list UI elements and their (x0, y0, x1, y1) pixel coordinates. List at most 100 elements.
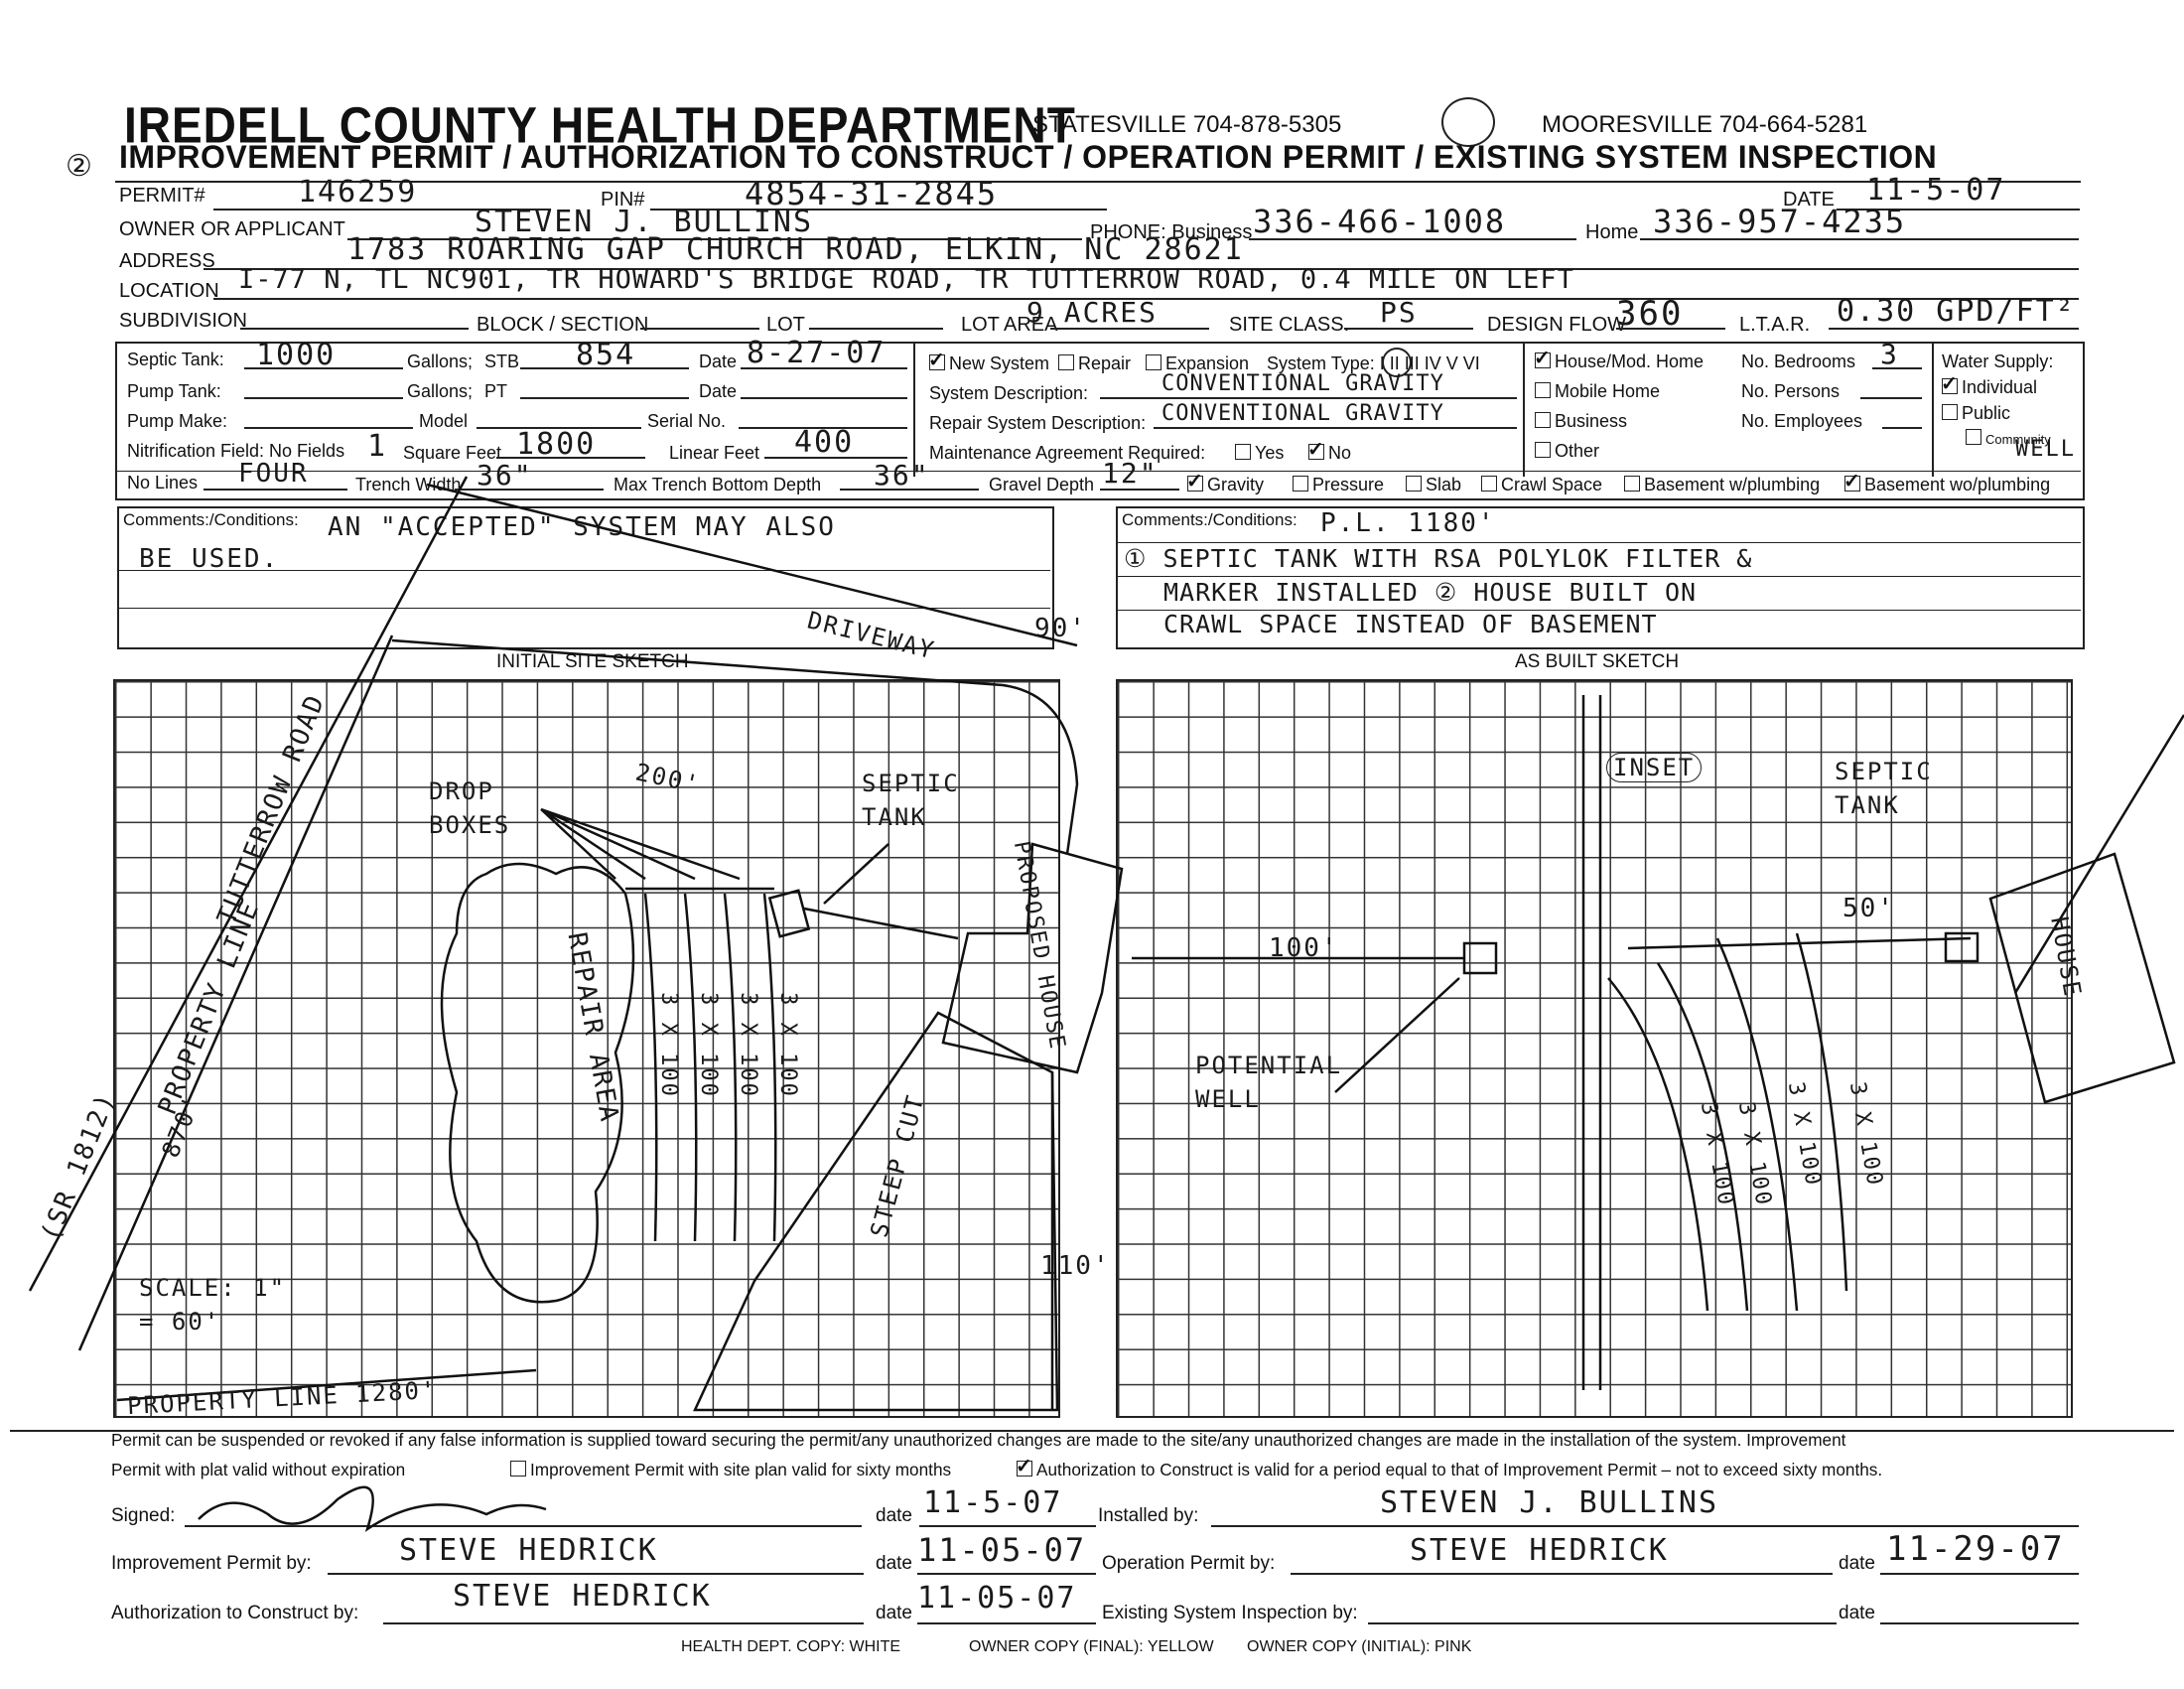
crawl-option[interactable]: Crawl Space (1481, 475, 1602, 495)
other-label: Other (1555, 441, 1600, 461)
steep-cut-area (693, 1011, 1059, 1412)
gravity-checkbox[interactable] (1186, 469, 1203, 493)
repair-checkbox[interactable] (1058, 354, 1074, 370)
pt-label: PT (484, 381, 508, 401)
maint-no-option[interactable]: No (1307, 437, 1351, 464)
public-label: Public (1962, 403, 2011, 423)
public-checkbox[interactable] (1942, 404, 1958, 420)
basement-noplumb-checkbox[interactable] (1843, 469, 1860, 493)
slab-option[interactable]: Slab (1406, 475, 1461, 495)
basement-noplumb-option[interactable]: Basement wo/plumbing (1843, 469, 2050, 495)
statesville-phone: STATESVILLE 704-878-5305 (1032, 111, 1342, 138)
owner-label: OWNER OR APPLICANT (119, 218, 345, 240)
date-label: DATE (1783, 189, 1835, 211)
asbuilt-right-line (2013, 714, 2184, 994)
phone-business-label: PHONE: Business (1090, 221, 1253, 243)
individual-checkbox[interactable] (1941, 371, 1958, 396)
phone-business-value: 336-466-1008 (1253, 203, 1507, 240)
auth-date-line (917, 1597, 1096, 1624)
phone-home-value: 336-957-4235 (1653, 203, 1907, 240)
existing-date-label: date (1839, 1603, 1875, 1623)
maint-yes-option[interactable]: Yes (1235, 443, 1284, 464)
legal-text-2c: Authorization to Construct is valid for … (1036, 1460, 1883, 1479)
public-option[interactable]: Public (1942, 403, 2010, 424)
house-checkbox[interactable] (1534, 346, 1551, 370)
legal-2b-checkbox[interactable] (510, 1461, 526, 1477)
operation-by-line (1291, 1547, 1833, 1575)
mobile-option[interactable]: Mobile Home (1535, 381, 1660, 402)
asbuilt-dist-100: 100' (1269, 933, 1339, 963)
pump-make-label: Pump Make: (127, 411, 228, 431)
owner-value: STEVEN J. BULLINS (475, 205, 814, 239)
square-feet-label: Square Feet (403, 443, 502, 463)
max-trench-field (840, 469, 979, 491)
repair-option[interactable]: Repair (1058, 353, 1131, 374)
new-system-option[interactable]: New System (928, 348, 1049, 374)
business-option[interactable]: Business (1535, 411, 1627, 432)
legal-2c-checkbox[interactable] (1016, 1454, 1032, 1478)
individual-option[interactable]: Individual (1941, 371, 2037, 398)
road-edge-2 (77, 634, 394, 1351)
nitrification-label: Nitrification Field: No Fields (127, 441, 345, 461)
water-supply-label: Water Supply: (1942, 352, 2054, 371)
maint-yes-checkbox[interactable] (1235, 444, 1251, 460)
repair-desc-field (1154, 407, 1517, 429)
sketch-line-3x100-3: 3 X 100 (735, 992, 760, 1098)
community-checkbox[interactable] (1966, 429, 1981, 445)
trench-width-label: Trench Width (355, 475, 462, 494)
slab-checkbox[interactable] (1406, 476, 1422, 492)
maint-no-checkbox[interactable] (1307, 437, 1324, 462)
crawl-checkbox[interactable] (1481, 476, 1497, 492)
expansion-checkbox[interactable] (1146, 354, 1161, 370)
legal-2b-option[interactable]: Improvement Permit with site plan valid … (510, 1460, 951, 1480)
other-checkbox[interactable] (1535, 442, 1551, 458)
community-option[interactable]: Community (1966, 429, 2051, 447)
employees-label: No. Employees (1741, 411, 1863, 431)
improvement-by-line (328, 1547, 864, 1575)
comments-left-box (117, 506, 1054, 649)
pin-value: 4854-31-2845 (745, 175, 999, 212)
signed-line (185, 1499, 862, 1527)
legal-2c-option[interactable]: Authorization to Construct is valid for … (1016, 1454, 1883, 1480)
business-checkbox[interactable] (1535, 412, 1551, 428)
septic-label-arrow (823, 843, 889, 905)
site-class-value: PS (1380, 296, 1418, 329)
operation-date-line (1880, 1547, 2079, 1575)
mobile-checkbox[interactable] (1535, 382, 1551, 398)
gravity-option[interactable]: Gravity (1186, 469, 1264, 495)
pt-date-field (741, 377, 907, 399)
as-built-sketch-grid (1116, 679, 2073, 1418)
gallons-label-1: Gallons; (407, 352, 474, 371)
pressure-option[interactable]: Pressure (1293, 475, 1384, 495)
signed-label: Signed: (111, 1505, 176, 1526)
no-lines-label: No Lines (127, 473, 199, 493)
house-option[interactable]: House/Mod. Home (1534, 346, 1704, 372)
system-bottom-row-rule (115, 471, 2081, 472)
asbuilt-well-shape (1462, 941, 1498, 975)
other-option[interactable]: Other (1535, 441, 1599, 462)
pressure-checkbox[interactable] (1293, 476, 1308, 492)
ltar-value: 0.30 GPD/FT² (1837, 294, 2076, 329)
septic-tank-value: 1000 (256, 338, 337, 372)
signed-date-label: date (876, 1505, 912, 1526)
new-system-checkbox[interactable] (928, 348, 945, 372)
comments-right-rule-2 (1116, 576, 2081, 577)
system-divider-1 (913, 342, 915, 477)
gravel-depth-field (1100, 469, 1179, 491)
pump-tank-field (244, 377, 403, 399)
comments-left-label: Comments:/Conditions: (123, 510, 299, 529)
system-desc-value: CONVENTIONAL GRAVITY (1161, 371, 1444, 396)
copy-white-label: HEALTH DEPT. COPY: WHITE (681, 1638, 901, 1655)
comments-right-line2: MARKER INSTALLED ② HOUSE BUILT ON (1163, 578, 1698, 607)
basement-plumb-option[interactable]: Basement w/plumbing (1624, 475, 1820, 495)
site-class-field (1344, 306, 1473, 330)
subdivision-field (240, 306, 469, 330)
drainfield-line-4 (762, 893, 777, 1242)
basement-plumb-checkbox[interactable] (1624, 476, 1640, 492)
installed-by-label: Installed by: (1098, 1505, 1199, 1526)
asbuilt-drainfield-4 (1795, 932, 1848, 1292)
expansion-option[interactable]: Expansion (1146, 353, 1249, 374)
bedrooms-field (1872, 348, 1922, 369)
basement-plumb-label: Basement w/plumbing (1644, 475, 1821, 494)
mooresville-phone: MOORESVILLE 704-664-5281 (1542, 111, 1868, 138)
